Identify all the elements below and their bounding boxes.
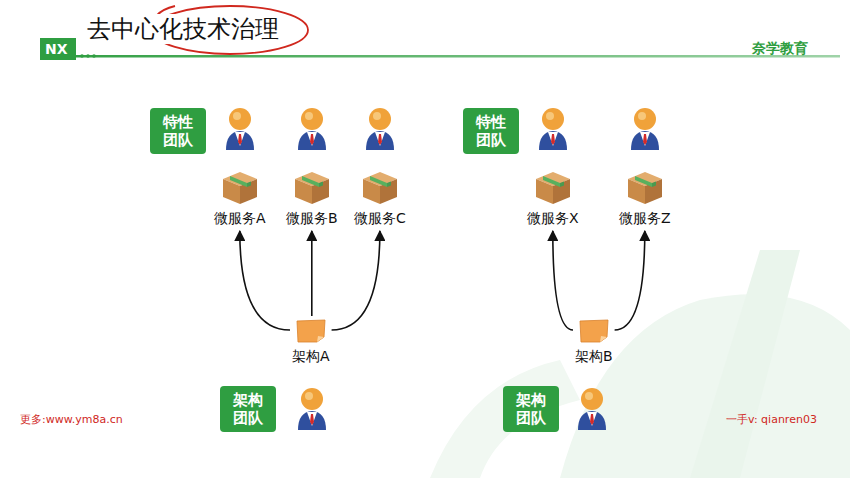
brand-name: 奈学教育	[752, 40, 808, 58]
logo-dot	[80, 54, 84, 58]
microservice-box-icon	[359, 168, 401, 206]
team-label: 架构 团队	[515, 391, 547, 427]
bg-shape	[690, 250, 800, 478]
microservice-box-icon	[219, 168, 261, 206]
person-icon	[298, 108, 326, 150]
dependency-arrow	[553, 231, 573, 330]
team-badge: 特性 团队	[150, 108, 206, 154]
team-badge: 特性 团队	[463, 108, 519, 154]
team-label: 架构 团队	[232, 391, 264, 427]
microservice-box-icon	[532, 168, 574, 206]
microservice-box-icon	[624, 168, 666, 206]
person-icon	[539, 108, 567, 150]
architecture-doc-icon	[295, 318, 327, 344]
architecture-node: 架构A	[292, 318, 330, 366]
person-icon	[226, 108, 254, 150]
dependency-arrow	[240, 231, 290, 330]
logo-badge	[40, 38, 76, 60]
dependency-arrow	[311, 231, 313, 316]
dependency-arrow	[615, 231, 645, 330]
watermark: 一手v: qianren03	[726, 412, 817, 427]
logo-dot	[92, 54, 96, 58]
person-icon	[298, 388, 326, 430]
logo-dot	[86, 54, 90, 58]
microservice-node: 微服务B	[286, 168, 338, 228]
node-label: 微服务C	[354, 210, 406, 228]
title-rule	[40, 55, 840, 58]
architecture-doc-icon	[578, 318, 610, 344]
architecture-node: 架构B	[575, 318, 613, 366]
team-badge: 架构 团队	[220, 386, 276, 432]
microservice-box-icon	[291, 168, 333, 206]
watermark: 更多:www.ym8a.cn	[20, 412, 123, 427]
slide-title: 去中心化技术治理	[85, 14, 281, 44]
team-label: 特性 团队	[475, 113, 507, 149]
microservice-node: 微服务A	[214, 168, 266, 228]
node-label: 微服务A	[214, 210, 266, 228]
team-label: 特性 团队	[162, 113, 194, 149]
microservice-node: 微服务X	[527, 168, 579, 228]
microservice-node: 微服务Z	[619, 168, 671, 228]
dependency-arrow	[332, 231, 380, 330]
microservice-node: 微服务C	[354, 168, 406, 228]
node-label: 微服务X	[527, 210, 579, 228]
team-badge: 架构 团队	[503, 386, 559, 432]
bg-shape	[430, 360, 580, 478]
person-icon	[631, 108, 659, 150]
node-label: 微服务B	[286, 210, 338, 228]
node-label: 架构A	[292, 348, 330, 366]
logo-text: NX	[45, 40, 68, 58]
person-icon	[578, 388, 606, 430]
node-label: 架构B	[575, 348, 613, 366]
node-label: 微服务Z	[619, 210, 671, 228]
person-icon	[366, 108, 394, 150]
